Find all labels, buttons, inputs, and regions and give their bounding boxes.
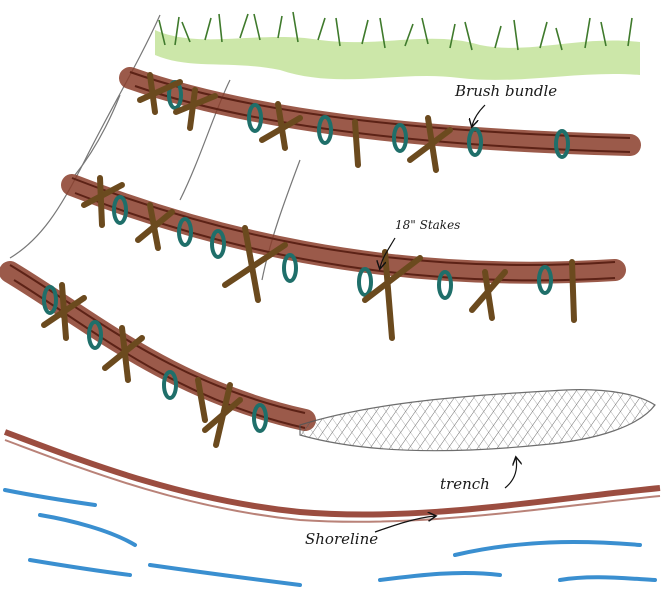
shoreline <box>5 432 660 522</box>
brush-bundle-3 <box>10 265 305 445</box>
shoreline-arrow <box>375 516 435 532</box>
brush-bundle-label: Brush bundle <box>455 82 557 100</box>
brush-bundle-arrow <box>472 105 485 126</box>
shoreline-label: Shoreline <box>305 530 378 548</box>
stakes-label: 18" Stakes <box>395 218 460 232</box>
vegetation <box>155 12 640 80</box>
annotation-arrows <box>375 105 517 532</box>
brush-bundle-2 <box>72 178 615 338</box>
trench-label: trench <box>440 475 490 493</box>
trench <box>300 390 655 451</box>
trench-arrow <box>505 458 517 488</box>
